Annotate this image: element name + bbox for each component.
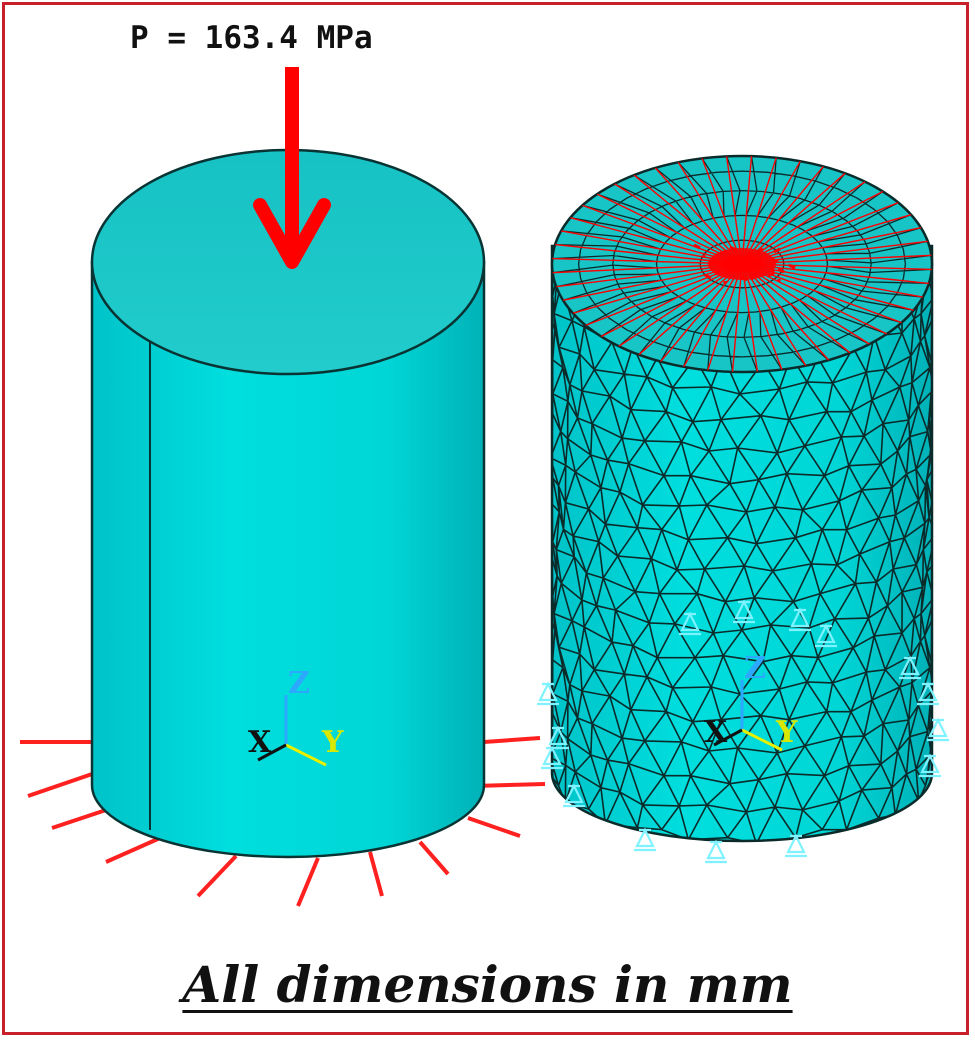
support-symbol bbox=[919, 753, 941, 778]
constraint-line bbox=[473, 782, 546, 788]
support-symbol bbox=[815, 623, 837, 648]
support-symbol bbox=[733, 599, 755, 624]
support-symbols bbox=[537, 599, 949, 864]
z-axis-label-right: Z bbox=[744, 651, 766, 686]
constraint-line bbox=[483, 736, 541, 744]
support-symbol bbox=[679, 611, 701, 636]
constraint-line bbox=[368, 851, 384, 897]
constraint-line bbox=[51, 806, 113, 830]
constraint-line bbox=[418, 840, 450, 876]
x-axis-label: X bbox=[248, 725, 272, 760]
load-marks bbox=[693, 243, 796, 284]
pressure-load-arrow bbox=[253, 67, 331, 269]
caption: All dimensions in mm bbox=[182, 955, 793, 1014]
support-symbol bbox=[917, 681, 939, 706]
support-symbol bbox=[789, 607, 811, 632]
right-meshed-cylinder: Z Y X bbox=[537, 154, 949, 864]
top-load-lines bbox=[552, 156, 932, 372]
support-symbol bbox=[705, 839, 727, 864]
support-symbol bbox=[785, 833, 807, 858]
support-symbol bbox=[899, 655, 921, 680]
top-mesh-lines bbox=[552, 156, 932, 372]
constraint-line bbox=[196, 854, 238, 898]
load-label: P = 163.4 MPa bbox=[130, 20, 373, 56]
constraint-line bbox=[296, 857, 320, 907]
left-cylinder-body bbox=[90, 260, 486, 859]
x-axis-label-right: X bbox=[704, 715, 728, 750]
surface-load-markers bbox=[693, 243, 796, 284]
top-face-mesh bbox=[552, 156, 932, 372]
constraint-line bbox=[105, 836, 161, 864]
fixed-support-lines bbox=[20, 736, 546, 907]
z-axis-label: Z bbox=[288, 666, 310, 701]
constraint-line bbox=[467, 816, 521, 838]
support-symbol bbox=[634, 827, 656, 852]
support-symbol bbox=[541, 745, 563, 770]
coordinate-triad-left: Z Y X bbox=[248, 666, 344, 767]
y-axis-label-right: Y bbox=[775, 715, 798, 750]
support-symbol bbox=[563, 783, 585, 808]
support-symbol bbox=[927, 717, 949, 742]
left-cylinder: Z Y X bbox=[20, 148, 546, 907]
y-axis-label: Y bbox=[321, 725, 344, 760]
load-center-cluster bbox=[708, 248, 776, 280]
support-symbol bbox=[537, 681, 559, 706]
constraint-line bbox=[27, 770, 99, 798]
coordinate-triad-right: Z Y X bbox=[704, 651, 798, 752]
